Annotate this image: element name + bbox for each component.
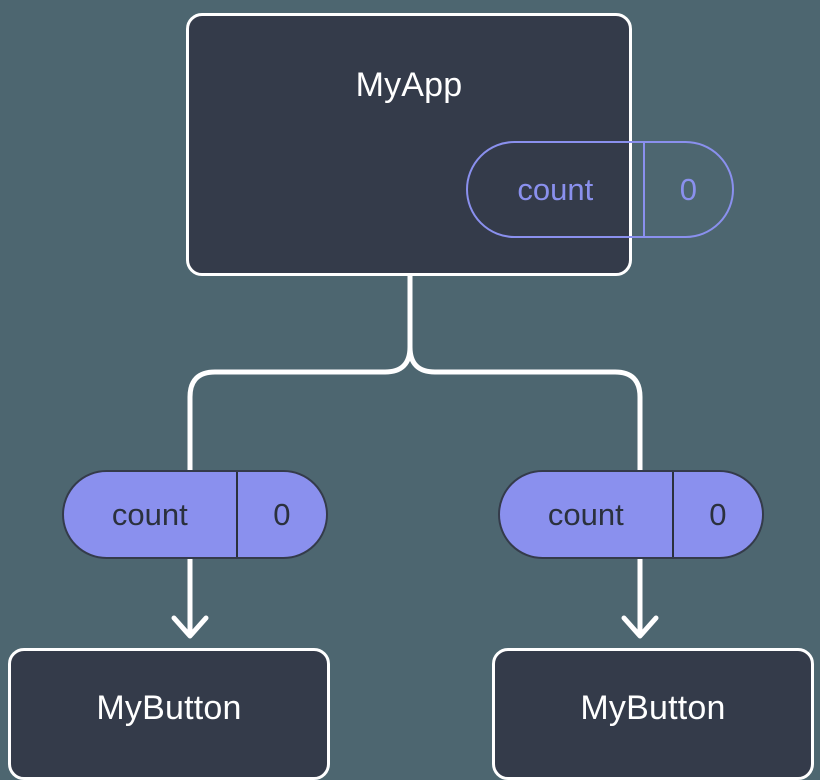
prop-pill-right-value: 0 xyxy=(671,472,762,557)
arrow-head-left-icon xyxy=(171,615,209,639)
connector-split-left xyxy=(187,344,413,473)
prop-pill-left[interactable]: count 0 xyxy=(62,470,328,559)
arrow-head-right-icon xyxy=(621,615,659,639)
state-pill-myapp-key: count xyxy=(517,172,594,207)
state-pill-myapp-value: 0 xyxy=(642,143,732,236)
node-mybutton-left[interactable]: MyButton xyxy=(8,648,330,780)
node-myapp-label: MyApp xyxy=(355,66,463,104)
connector-trunk-and-split xyxy=(407,273,643,473)
node-mybutton-right-label: MyButton xyxy=(580,689,726,727)
prop-pill-right-key: count xyxy=(547,497,624,532)
prop-pill-left-key: count xyxy=(111,497,188,532)
prop-pill-right[interactable]: count 0 xyxy=(498,470,764,559)
prop-pill-left-value: 0 xyxy=(235,472,326,557)
state-pill-myapp[interactable]: count 0 xyxy=(466,141,734,238)
node-mybutton-left-label: MyButton xyxy=(96,689,242,727)
node-myapp[interactable]: MyApp count 0 xyxy=(186,13,734,276)
node-mybutton-right[interactable]: MyButton xyxy=(492,648,814,780)
